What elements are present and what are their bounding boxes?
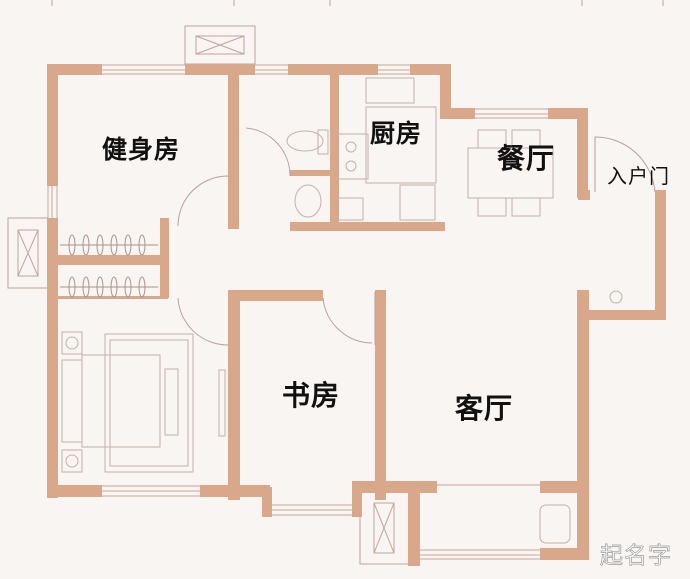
room-label-living: 客厅 bbox=[455, 392, 514, 425]
ac-unit-bottom bbox=[359, 491, 411, 565]
room-label-entrance: 入户门 bbox=[607, 164, 670, 188]
ac-unit-left bbox=[7, 217, 49, 289]
doors bbox=[177, 127, 656, 346]
room-label-dining: 餐厅 bbox=[497, 142, 556, 175]
room-label-gym: 健身房 bbox=[102, 135, 181, 164]
ac-unit-top bbox=[184, 25, 256, 65]
windows bbox=[47, 64, 548, 560]
watermark: 起名字 bbox=[600, 543, 672, 570]
room-label-study: 书房 bbox=[282, 379, 341, 412]
room-label-kitchen: 厨房 bbox=[370, 119, 423, 148]
fixtures bbox=[60, 77, 623, 544]
walls bbox=[47, 64, 666, 566]
